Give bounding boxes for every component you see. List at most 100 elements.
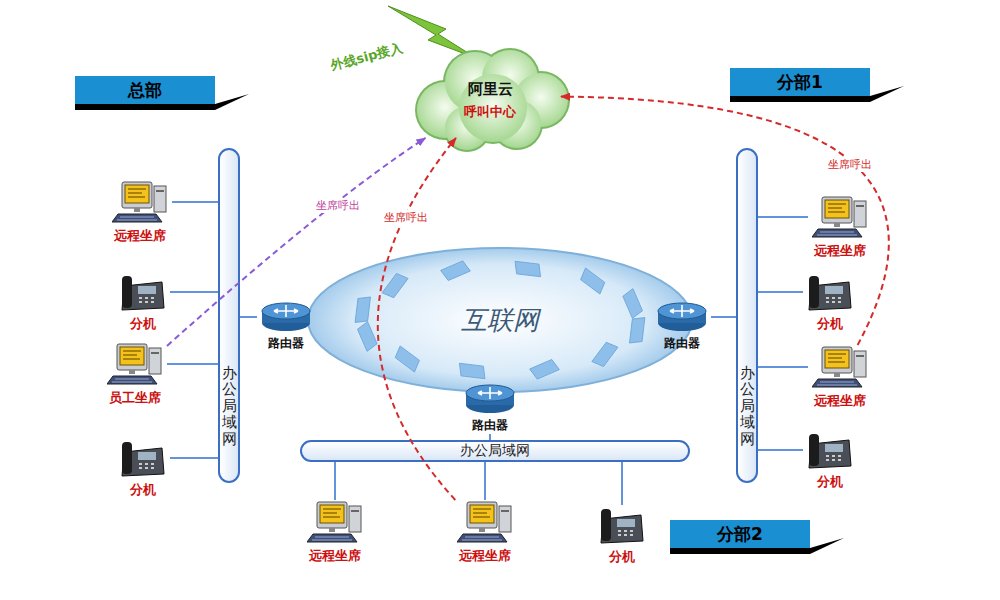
site-banner: 总部 — [75, 76, 215, 110]
node-label: 路由器 — [472, 417, 508, 434]
pc-icon — [307, 500, 363, 544]
node-label: 分机 — [817, 473, 843, 491]
router-icon-shape — [262, 303, 310, 331]
node-label: 员工坐席 — [109, 389, 161, 407]
node-label: 分机 — [817, 315, 843, 333]
workstation: 远程坐席 — [808, 195, 872, 260]
edge-label: 坐席呼出 — [826, 157, 874, 172]
banner-tail-shape — [75, 94, 249, 110]
lan-link — [167, 363, 218, 365]
site-banner: 分部1 — [730, 68, 870, 102]
phone-extension: 分机 — [116, 272, 170, 333]
lan-link — [711, 316, 736, 318]
phone-icon-shape — [809, 276, 851, 310]
pc-icon — [107, 342, 163, 386]
lan-link — [334, 462, 336, 500]
workstation: 远程坐席 — [303, 500, 367, 565]
phone-extension: 分机 — [803, 430, 857, 491]
node-label: 分机 — [130, 481, 156, 499]
flow-arrow-mark — [353, 295, 372, 325]
node-label: 分部1 — [777, 71, 823, 94]
lan-link — [172, 201, 218, 203]
node-label: 办公局域网 — [460, 442, 530, 460]
router-icon-shape — [466, 385, 514, 413]
pc-icon — [812, 195, 868, 239]
annotation-label: 外线sip接入 — [329, 39, 405, 75]
flow-arrow-mark — [457, 361, 487, 380]
phone-icon-shape — [122, 276, 164, 310]
lan-link — [758, 449, 803, 451]
node-label: 远程坐席 — [459, 547, 511, 565]
node-label: 远程坐席 — [114, 227, 166, 245]
workstation: 远程坐席 — [808, 345, 872, 410]
node-label: 互联网 — [461, 303, 539, 338]
pc-icon — [457, 500, 513, 544]
pc-icon-shape — [457, 502, 511, 542]
pc-icon-shape — [112, 182, 166, 222]
node-label: 总部 — [128, 79, 162, 102]
pc-icon — [812, 345, 868, 389]
node-label: 办公局域网 — [222, 365, 237, 448]
flow-arrow-mark — [590, 339, 619, 369]
phone-extension: 分机 — [803, 272, 857, 333]
pc-icon-shape — [812, 347, 866, 387]
workstation: 员工坐席 — [103, 342, 167, 407]
lan-link — [758, 291, 803, 293]
lan-link — [170, 457, 218, 459]
router: 路由器 — [653, 302, 711, 352]
pc-icon-shape — [307, 502, 361, 542]
node-label: 分机 — [130, 315, 156, 333]
flow-arrow-mark — [440, 260, 471, 282]
flow-arrow-mark — [513, 259, 543, 278]
banner-tail — [75, 76, 255, 114]
node-label: 路由器 — [268, 335, 304, 352]
phone-icon-shape — [809, 434, 851, 468]
edge-label-holder: 坐席呼出 — [314, 194, 362, 213]
lan-link — [758, 366, 808, 368]
pc-icon-shape — [107, 344, 161, 384]
node-label: 分部2 — [717, 523, 763, 546]
lan-link — [621, 462, 623, 505]
edge-label: 坐席呼出 — [382, 210, 430, 225]
phone-extension: 分机 — [595, 505, 649, 566]
node-label: 呼叫中心 — [464, 103, 516, 121]
phone-icon — [807, 430, 853, 470]
router-icon — [657, 302, 707, 332]
router: 路由器 — [461, 384, 519, 434]
lan-bar: 办公局域网 — [300, 440, 690, 462]
cloud-node: 阿里云呼叫中心 — [405, 40, 575, 152]
phone-icon — [120, 272, 166, 312]
flow-arrow-mark — [356, 321, 378, 352]
flow-arrow-mark — [578, 266, 608, 295]
phone-icon — [807, 272, 853, 312]
router-icon — [261, 302, 311, 332]
internet-body — [308, 248, 692, 392]
edge-label-holder: 坐席呼出 — [826, 153, 874, 172]
node-label: 远程坐席 — [309, 547, 361, 565]
node-label: 分机 — [609, 548, 635, 566]
workstation: 远程坐席 — [453, 500, 517, 565]
node-label: 办公局域网 — [740, 365, 755, 448]
lan-link — [484, 462, 486, 500]
flow-arrow-mark — [628, 315, 647, 345]
edge-label-holder: 坐席呼出 — [382, 206, 430, 225]
lan-bar: 办公局域网 — [736, 148, 758, 483]
router-icon-shape — [658, 303, 706, 331]
node-label: 远程坐席 — [814, 392, 866, 410]
lan-link — [240, 316, 257, 318]
phone-icon-shape — [122, 442, 164, 476]
pc-icon — [112, 180, 168, 224]
flow-arrow-mark — [392, 344, 422, 373]
pc-icon-shape — [812, 197, 866, 237]
phone-icon — [120, 438, 166, 478]
node-label: 路由器 — [664, 335, 700, 352]
internet-ellipse: 互联网 — [305, 245, 695, 395]
node-label: 阿里云 — [468, 80, 513, 99]
flow-arrow-mark — [529, 358, 560, 380]
workstation: 远程坐席 — [108, 180, 172, 245]
node-label: 远程坐席 — [814, 242, 866, 260]
phone-icon — [599, 505, 645, 545]
router: 路由器 — [257, 302, 315, 352]
phone-extension: 分机 — [116, 438, 170, 499]
